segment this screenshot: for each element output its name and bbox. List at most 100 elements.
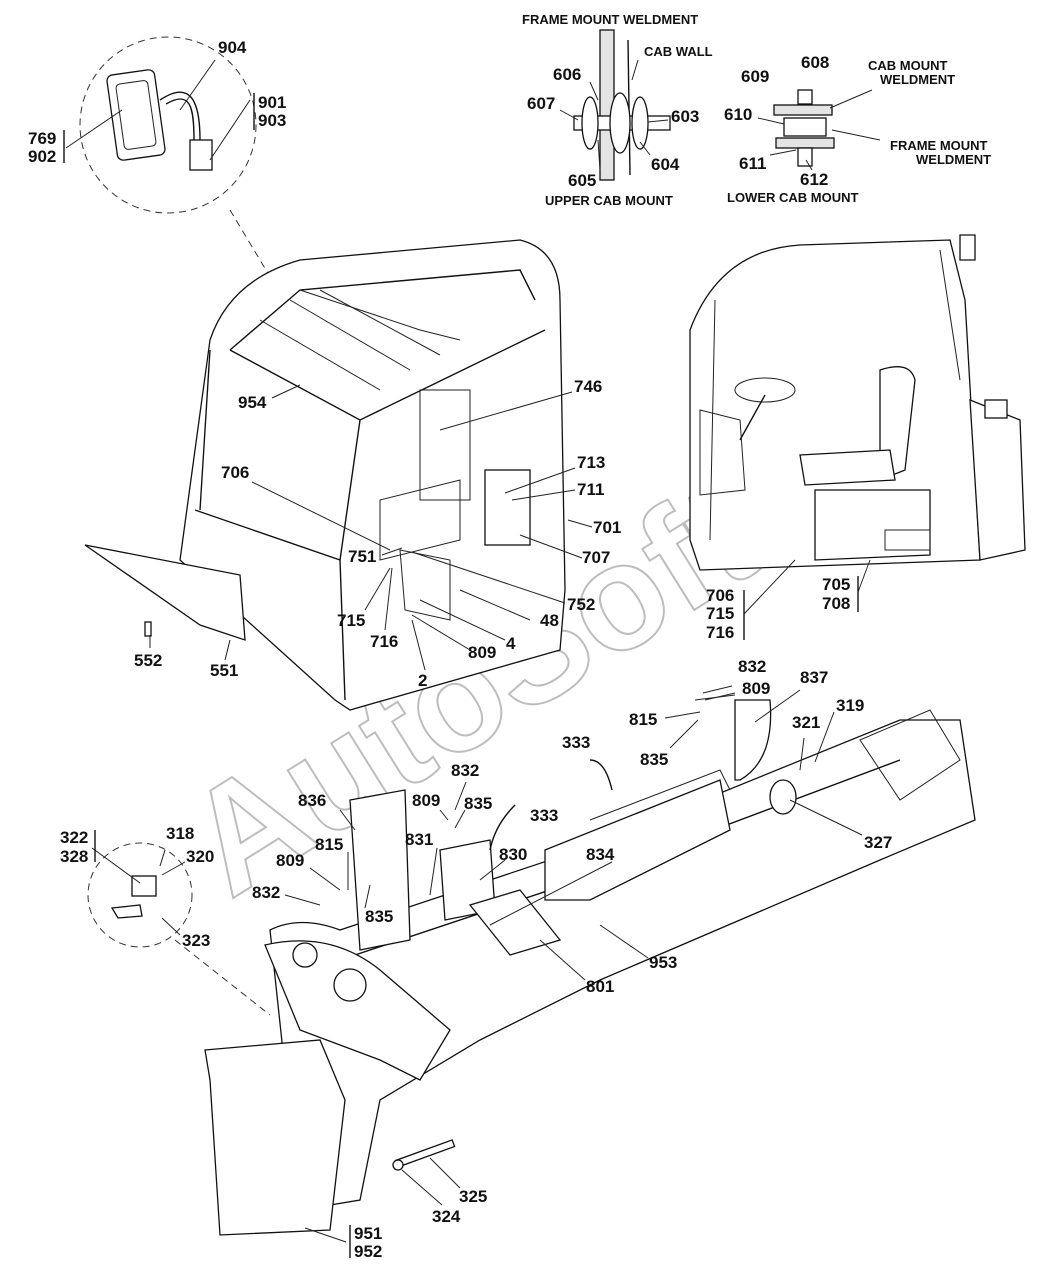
cab-mount-weldment-plate [773, 104, 833, 116]
label-954: 954 [238, 393, 267, 412]
cover-837 [734, 699, 772, 781]
hose-333-lower [489, 804, 516, 851]
label-48: 48 [540, 611, 559, 630]
cab-assembly [84, 239, 566, 711]
label-611: 611 [739, 154, 766, 173]
hose-333-upper [589, 759, 613, 791]
label-769: 769 [28, 129, 56, 148]
cab-frame [179, 239, 566, 711]
label-716-right: 716 [706, 623, 734, 642]
label-715-right: 715 [706, 604, 734, 623]
label-707: 707 [582, 548, 610, 567]
caption-cab-wall: CAB WALL [644, 44, 713, 59]
leader-lines [65, 59, 881, 1243]
bracket-801 [468, 889, 562, 956]
rubber-isolator [783, 117, 827, 137]
fuel-tank [544, 779, 731, 901]
label-834: 834 [586, 845, 615, 864]
mirror-glass [106, 69, 166, 161]
mirror-arm [159, 91, 201, 141]
mirror-clamp [189, 139, 213, 171]
label-835-c: 835 [365, 907, 393, 926]
label-333-a: 333 [562, 733, 590, 752]
label-903: 903 [258, 111, 286, 130]
label-902: 902 [28, 147, 56, 166]
operator-seat [419, 389, 471, 501]
label-705: 705 [822, 575, 850, 594]
label-323: 323 [182, 931, 210, 950]
caption-cab-mount-weldment-2: WELDMENT [880, 72, 955, 87]
label-752: 752 [567, 595, 595, 614]
label-701: 701 [593, 518, 621, 537]
label-815-a: 815 [629, 710, 657, 729]
label-609: 609 [741, 67, 769, 86]
upper-cab-mount-detail [573, 29, 671, 181]
screw-552 [144, 621, 152, 637]
lower-cab-mount-detail [773, 89, 835, 167]
label-746: 746 [574, 377, 602, 396]
label-711: 711 [577, 480, 604, 499]
switch-body [131, 875, 157, 897]
caption-frame-mount-weldment-right: FRAME MOUNT [890, 138, 988, 153]
label-4: 4 [506, 634, 516, 653]
label-809-c: 809 [412, 791, 440, 810]
washer-324 [392, 1159, 404, 1171]
label-708: 708 [822, 594, 850, 613]
label-832-b: 832 [451, 761, 479, 780]
label-603: 603 [671, 107, 699, 126]
label-706: 706 [221, 463, 249, 482]
label-835-b: 835 [464, 794, 492, 813]
label-610: 610 [724, 105, 752, 124]
label-832-a: 832 [738, 657, 766, 676]
bushing-327 [769, 779, 797, 815]
seat-base [814, 489, 931, 561]
label-953: 953 [649, 953, 677, 972]
boom-pivot [264, 940, 451, 1081]
label-318: 318 [166, 824, 194, 843]
label-831: 831 [405, 830, 433, 849]
label-319: 319 [836, 696, 864, 715]
label-951: 951 [354, 1224, 382, 1243]
label-952: 952 [354, 1242, 382, 1261]
label-815-b: 815 [315, 835, 343, 854]
label-606: 606 [553, 65, 581, 84]
label-608: 608 [801, 53, 829, 72]
label-716: 716 [370, 632, 398, 651]
label-552: 552 [134, 651, 162, 670]
main-frame [269, 719, 976, 1211]
label-604: 604 [651, 155, 680, 174]
label-901: 901 [258, 93, 286, 112]
label-809-b: 809 [742, 679, 770, 698]
label-brackets [63, 93, 859, 1258]
label-706-right: 706 [706, 586, 734, 605]
caption-upper-cab-mount: UPPER CAB MOUNT [545, 193, 673, 208]
label-321: 321 [792, 713, 820, 732]
label-904: 904 [218, 38, 247, 57]
side-panel-551 [84, 544, 246, 641]
label-809-d: 809 [276, 851, 304, 870]
label-328: 328 [60, 847, 88, 866]
label-836: 836 [298, 791, 326, 810]
label-809: 809 [468, 643, 496, 662]
caption-cab-mount-weldment: CAB MOUNT [868, 58, 947, 73]
label-835-a: 835 [640, 750, 668, 769]
label-333-b: 333 [530, 806, 558, 825]
label-830: 830 [499, 845, 527, 864]
caption-lower-cab-mount: LOWER CAB MOUNT [727, 190, 858, 205]
mirror-detail-circle [79, 36, 257, 214]
label-715: 715 [337, 611, 365, 630]
cab-interior-side-view [689, 234, 1026, 571]
frame-chassis [204, 694, 976, 1236]
label-320: 320 [186, 847, 214, 866]
label-612: 612 [800, 170, 828, 189]
label-2: 2 [418, 671, 427, 690]
bracket-836 [349, 789, 411, 951]
cover-951-952 [204, 1039, 346, 1236]
caption-frame-mount-weldment: FRAME MOUNT WELDMENT [522, 12, 698, 27]
seat-cushion [799, 449, 896, 486]
mirror-detail [79, 36, 276, 286]
label-713: 713 [577, 453, 605, 472]
label-605: 605 [568, 171, 596, 190]
label-837: 837 [800, 668, 828, 687]
